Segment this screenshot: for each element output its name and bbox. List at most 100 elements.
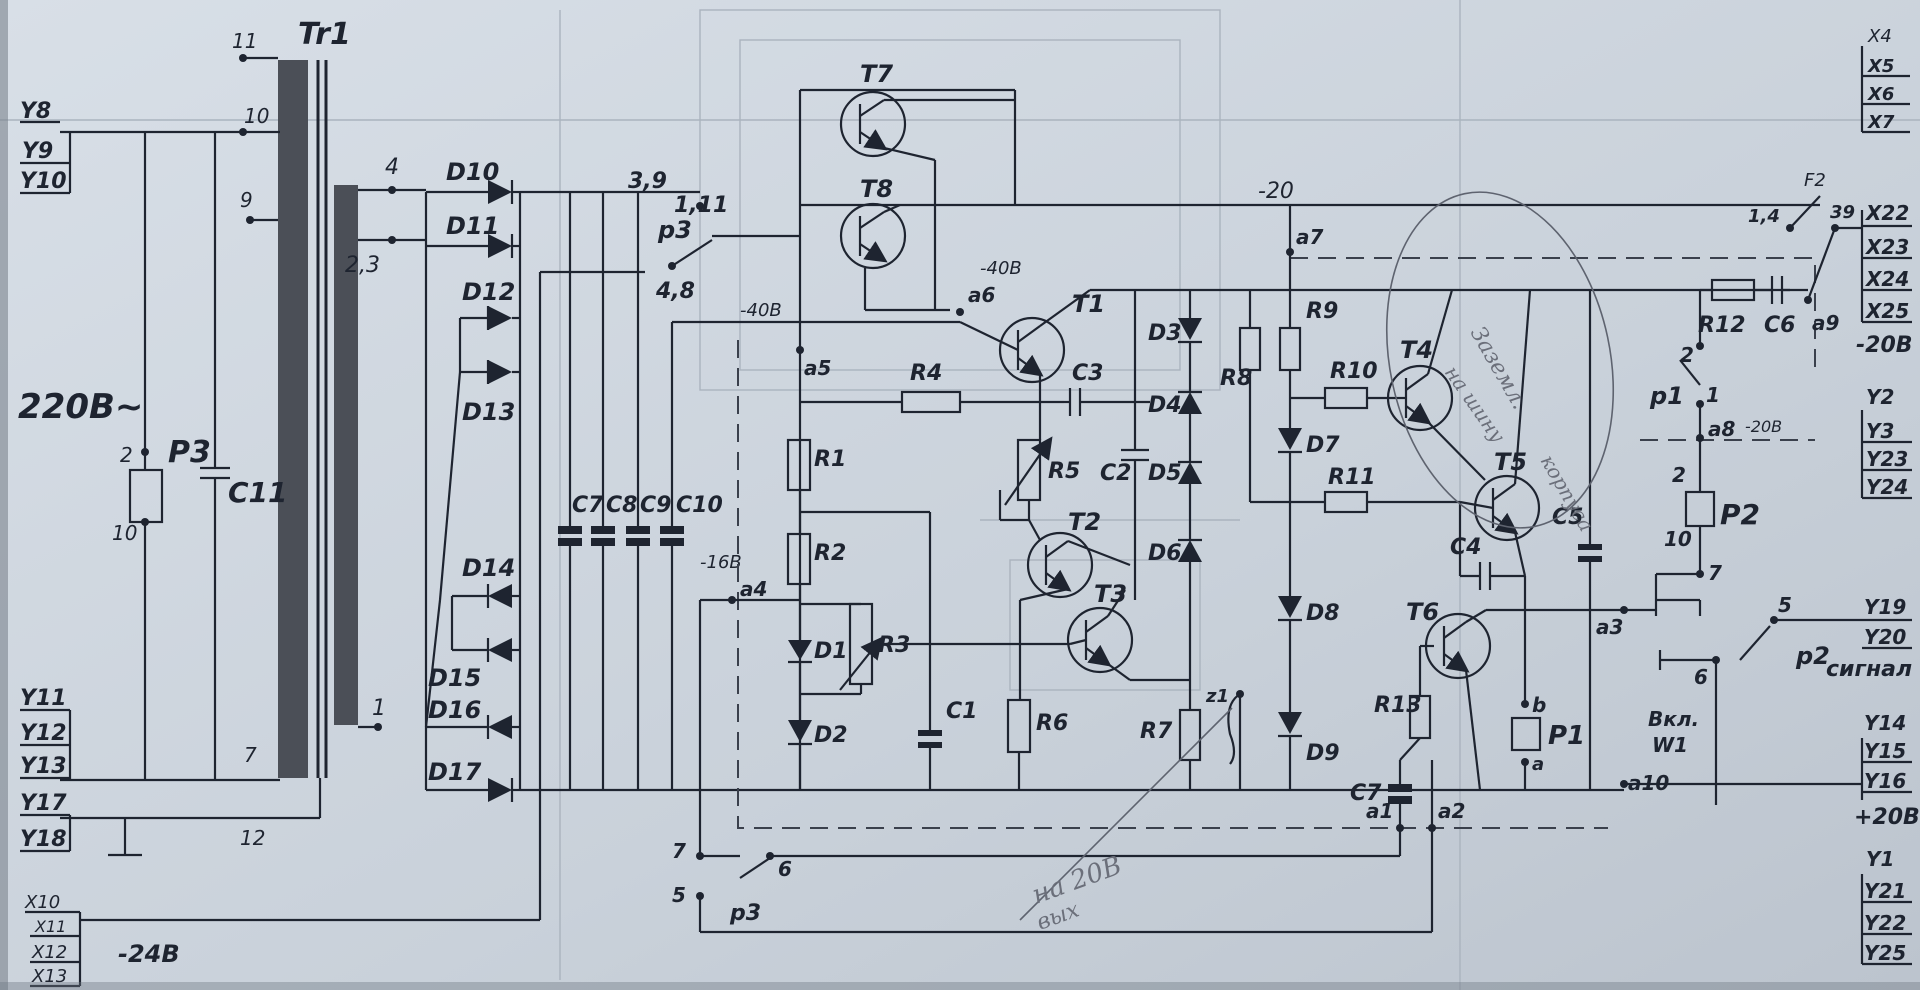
transformer-tr1: Tr1 11 10 9 7 12 4 2,3 1 [232, 17, 399, 850]
transistor-t1-label: T1 [1072, 290, 1105, 318]
connector-x13: X13 [31, 966, 67, 987]
diode-d12-label: D12 [462, 278, 515, 306]
pin-39: 39 [1830, 202, 1855, 223]
right-connectors-x: X22 X23 X24 X25 -20B [1856, 201, 1913, 358]
p3-pin-1-11: 1,11 [674, 193, 728, 218]
relay-p2-label: P2 [1720, 498, 1760, 531]
switch-name: W1 [1652, 733, 1688, 757]
diode-d5-label: D5 [1148, 461, 1182, 486]
reference-chain: a5 R4 R1 R2 D1 D2 a4 R3 C1 [728, 346, 1070, 790]
relay-p3-label: P3 [168, 435, 211, 470]
relay-p1-coil [1510, 716, 1542, 752]
capacitor-c1-label: C1 [946, 699, 977, 724]
connector-x10: X10 [24, 892, 60, 913]
diode-d10-label: D10 [446, 158, 499, 186]
point-a1: a1 [1366, 799, 1393, 823]
transistor-t7 [839, 90, 907, 158]
pin-1-label: 1 [372, 696, 386, 721]
diode-d13-label: D13 [462, 398, 515, 426]
rectifier-bridge: D10 D11 D12 D13 D14 D15 D16 D17 [392, 158, 522, 802]
signal-label: сигнал [1826, 657, 1912, 682]
connector-y25: Y25 [1864, 941, 1906, 965]
connector-y17: Y17 [20, 791, 67, 816]
capacitor-c7b-label: C7 [1350, 781, 1382, 806]
diode-d8-label: D8 [1306, 601, 1340, 626]
connector-y23: Y23 [1866, 447, 1908, 471]
diode-d3-label: D3 [1148, 321, 1182, 346]
connector-x4: X4 [1867, 26, 1892, 47]
transistor-t5 [1473, 474, 1541, 542]
rail-label-minus-20: -20 [1258, 179, 1294, 204]
right-connectors-signal: Y19 Y20 сигнал [1826, 595, 1912, 682]
point-a6: a6 [968, 283, 995, 307]
capacitor-c3-label: C3 [1072, 361, 1103, 386]
diode-d2-label: D2 [814, 723, 848, 748]
connector-y22: Y22 [1864, 911, 1906, 935]
capacitor-c10-label: C10 [676, 493, 723, 518]
voltage-minus-24: -24B [118, 940, 180, 968]
pin-12-label: 12 [240, 826, 265, 850]
point-b: b [1532, 693, 1546, 717]
transistor-t7-label: T7 [860, 60, 893, 88]
p2-pin-10: 10 [1664, 527, 1692, 551]
capacitor-c8-label: C8 [606, 493, 637, 518]
connector-x7: X7 [1867, 112, 1895, 133]
connector-y20: Y20 [1864, 625, 1906, 649]
point-a9: a9 [1812, 311, 1839, 335]
p2-switch-pin-5: 5 [1778, 593, 1792, 617]
fuse-pin-1-4: 1,4 [1748, 206, 1780, 227]
left-connectors-mid: Y11 Y12 Y13 Y17 Y18 [20, 686, 72, 853]
resistor-r10-label: R10 [1330, 359, 1378, 384]
diode-d4-label: D4 [1148, 393, 1182, 418]
p1-pin-2: 2 [1680, 343, 1694, 367]
p3-pin-5: 5 [672, 883, 686, 907]
connector-y2: Y2 [1866, 385, 1894, 409]
diode-d1-label: D1 [814, 639, 848, 664]
left-connectors-bottom: X10 X11 X12 X13 -24B [24, 270, 645, 988]
connector-x5: X5 [1867, 56, 1894, 77]
transistor-t4 [1386, 364, 1454, 432]
connector-y11: Y11 [20, 686, 67, 711]
resistor-r9-label: R9 [1306, 299, 1338, 324]
transistor-t1 [998, 316, 1066, 384]
point-a7: a7 [1296, 225, 1323, 249]
connector-x24: X24 [1864, 267, 1909, 291]
transistor-t4-label: T4 [1400, 336, 1433, 364]
point-a2: a2 [1438, 799, 1465, 823]
connector-y18: Y18 [20, 827, 67, 852]
connector-y3: Y3 [1866, 419, 1894, 443]
resistor-r11-label: R11 [1328, 465, 1376, 490]
output-stage: T4 T5 C4 C5 b P1 a T6 [1350, 289, 1624, 856]
connector-x6: X6 [1867, 84, 1894, 105]
secondary-winding [334, 185, 358, 725]
transformer-label: Tr1 [298, 17, 351, 52]
connector-y10: Y10 [20, 169, 67, 194]
connector-y21: Y21 [1864, 879, 1906, 903]
capacitor-c9-label: C9 [640, 493, 671, 518]
diode-d6-label: D6 [1148, 541, 1182, 566]
right-connectors-top: X4 X5 X6 X7 [1860, 26, 1910, 134]
resistor-r4-label: R4 [910, 361, 942, 386]
capacitor-c6-label: C6 [1764, 313, 1795, 338]
relay-p3-lower-label: p3 [729, 901, 761, 926]
left-connectors-top: Y8 Y9 Y10 [20, 99, 72, 195]
capacitor-c7-label: C7 [572, 493, 604, 518]
resistor-r8-label: R8 [1220, 366, 1252, 391]
zener-chain: D3 D4 D5 D6 R7 z1 [1140, 290, 1244, 790]
connector-y19: Y19 [1864, 595, 1906, 619]
rail-label-minus-40-a: -40B [980, 258, 1022, 279]
rail-label-minus-16: -16B [700, 552, 742, 573]
resistor-r7-label: R7 [1140, 719, 1173, 744]
p3-pin-7: 7 [672, 839, 686, 863]
connector-x11: X11 [34, 917, 66, 936]
pin-10-label: 10 [244, 104, 269, 128]
connector-y9: Y9 [22, 139, 53, 164]
mains-voltage-label: 220B~ [18, 387, 143, 427]
capacitor-c4-label: C4 [1450, 535, 1481, 560]
diode-d17-label: D17 [428, 758, 482, 786]
p2-pin-7: 7 [1708, 561, 1722, 585]
rail-label-minus-40-b: -40B [740, 300, 782, 321]
